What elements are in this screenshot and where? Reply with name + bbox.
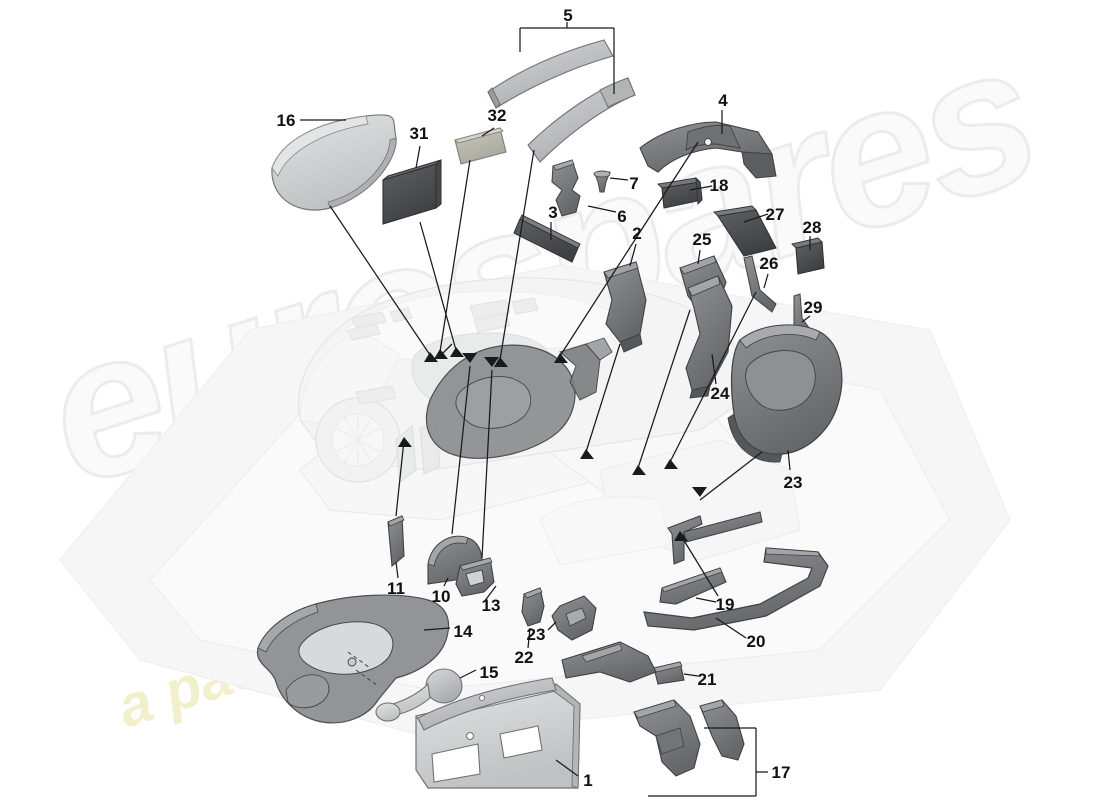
bracket-17-lines: [648, 727, 768, 797]
leader-23a: [547, 621, 557, 631]
callout-1-c1: 1: [583, 771, 592, 790]
leader-lines: [300, 22, 811, 797]
callout-27-c27: 27: [766, 205, 785, 224]
leader-10: [443, 577, 449, 587]
callout-29-c29: 29: [804, 298, 823, 317]
part-16-headliner-panel: [271, 114, 397, 211]
leader-6: [587, 205, 617, 213]
leader-2: [629, 243, 637, 267]
leader-26: [763, 273, 769, 289]
callout-13-c13: 13: [482, 596, 501, 615]
callout-5-c5: 5: [563, 6, 572, 25]
callout-6-c6: 6: [617, 207, 626, 226]
leader-20: [715, 617, 747, 639]
part-4-roof-frame-bracket: [639, 121, 777, 179]
leader-21: [683, 673, 699, 677]
callout-16-c16: 16: [277, 111, 296, 130]
leader-arrowheads: [398, 347, 707, 541]
callout-7-c7: 7: [629, 174, 638, 193]
callout-28-c28: 28: [803, 218, 822, 237]
part-3-sill-strip: [513, 214, 581, 263]
bracket-5-lines: [519, 22, 615, 94]
part-15-bump-stopper: [375, 668, 463, 722]
part-5b-roof-rail-strip: [527, 77, 636, 163]
callout-24-c24: 24: [711, 384, 730, 403]
leader-11: [395, 561, 399, 579]
part-2-c-pillar-insulator: [603, 261, 647, 353]
callout-10-c10: 10: [432, 587, 451, 606]
leader-1: [555, 759, 579, 777]
leader-19: [695, 597, 717, 603]
leader-31: [415, 145, 421, 169]
part-17b-long-rail: [699, 699, 745, 761]
part-lateral-member: [561, 641, 657, 683]
leader-22: [527, 627, 531, 649]
part-11-pillar-pad: [387, 515, 405, 568]
part-26-seal-rod: [743, 255, 777, 313]
leader-23b: [787, 449, 791, 471]
callout-15-c15: 15: [480, 663, 499, 682]
trim-cutout-right: [499, 725, 543, 759]
part-20-trunk-opening-seal: [643, 547, 829, 631]
part-18-foam-block: [657, 176, 703, 209]
callout-2-c2: 2: [632, 224, 641, 243]
part-22-clip-bracket: [521, 587, 545, 627]
leader-25: [697, 249, 701, 265]
callout-11-c11: 11: [387, 579, 405, 598]
part-28-small-pad: [791, 237, 825, 275]
callout-14-c14: 14: [454, 622, 473, 641]
callout-26-c26: 26: [760, 254, 779, 273]
leader-29: [801, 315, 811, 323]
part-5a-roof-strip: [487, 39, 614, 109]
part-6-a-pillar-filler: [551, 159, 581, 217]
part-1b-cover-strip: [417, 677, 557, 731]
callout-numbers: 1234567101113141516171819202122232324252…: [277, 6, 823, 790]
part-32-felt-pad: [454, 127, 507, 165]
leader-24: [711, 353, 717, 385]
leader-18: [689, 185, 713, 191]
part-31-insulation-slab: [382, 158, 442, 225]
callout-21-c21: 21: [698, 670, 717, 689]
callout-20-c20: 20: [747, 632, 766, 651]
leader-32: [481, 127, 495, 137]
part-19-trunk-seal-strip: [659, 567, 727, 605]
callout-3-c3: 3: [548, 203, 557, 222]
part-13-bracket-clip: [455, 557, 495, 597]
callout-23-c23b: 23: [784, 473, 803, 492]
callout-31-c31: 31: [410, 124, 429, 143]
callout-25-c25: 25: [693, 230, 712, 249]
part-23-small-insulator: [551, 595, 597, 641]
part-27-rail-insulator: [713, 205, 777, 257]
callout-4-c4: 4: [718, 91, 728, 110]
leader-27: [743, 213, 769, 223]
callout-17-c17: 17: [772, 763, 791, 782]
leader-7: [609, 177, 629, 181]
part-23-wheelhouse-liner: [727, 324, 843, 463]
part-7-plug: [593, 170, 611, 193]
leader-13: [483, 585, 497, 603]
leader-14: [423, 627, 451, 631]
leader-15: [459, 669, 477, 679]
callout-19-c19: 19: [716, 595, 735, 614]
part-14-floor-insulation-mat: [256, 594, 450, 724]
callout-18-c18: 18: [710, 176, 729, 195]
part-21-wedge-pad: [653, 661, 685, 685]
callout-22-c22: 22: [515, 648, 534, 667]
ghost-floor-pads: [347, 297, 539, 405]
part-17a-long-rail: [633, 699, 701, 777]
callout-32-c32: 32: [488, 106, 507, 125]
callout-23-c23a: 23: [527, 625, 546, 644]
trim-cutout-left: [431, 743, 481, 783]
